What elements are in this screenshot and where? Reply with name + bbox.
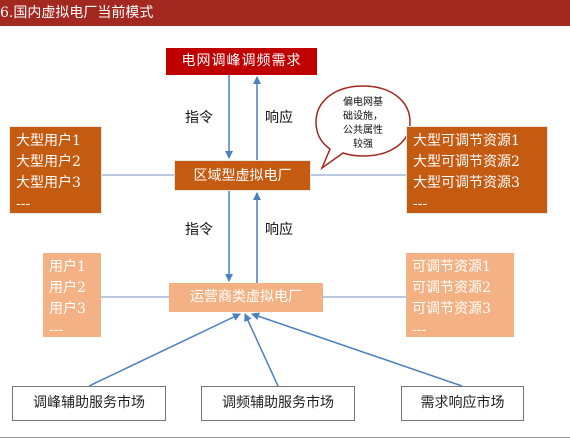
market-label: 需求响应市场	[420, 395, 505, 411]
bubble-line: 偏电网基	[343, 97, 383, 108]
list-item: ---	[16, 196, 31, 212]
label-response-lower: 响应	[265, 222, 293, 238]
arrow-market-3	[251, 312, 463, 387]
big-resources-box: 大型可调节资源1 大型可调节资源2 大型可调节资源3 ---	[406, 126, 548, 214]
region-vpp-label: 区域型虚拟电厂	[193, 168, 292, 184]
list-item: 大型可调节资源3	[413, 175, 520, 191]
footer-divider	[0, 437, 570, 438]
bubble-line: 础设施，	[343, 111, 383, 122]
small-resources-box: 可调节资源1 可调节资源2 可调节资源3 ---	[406, 253, 514, 338]
market-frequency-regulation: 调频辅助服务市场	[201, 386, 355, 421]
list-item: 大型用户3	[16, 175, 81, 191]
label-command-upper: 指令	[185, 110, 213, 126]
market-label: 调频辅助服务市场	[222, 395, 334, 411]
speech-bubble	[315, 85, 411, 171]
small-users-box: 用户1 用户2 用户3 ---	[43, 253, 101, 338]
list-item: 用户2	[49, 280, 86, 296]
list-item: 大型用户1	[16, 133, 81, 149]
list-item: ---	[49, 322, 64, 338]
arrow-market-1	[88, 313, 241, 387]
market-peak-regulation: 调峰辅助服务市场	[12, 386, 166, 421]
list-item: 大型可调节资源2	[413, 154, 520, 170]
grid-demand-label: 电网调峰调频需求	[181, 53, 302, 69]
list-item: 大型可调节资源1	[413, 133, 520, 149]
list-item: 用户1	[49, 259, 86, 275]
operator-vpp-box: 运营商类虚拟电厂	[169, 283, 323, 312]
list-item: 可调节资源2	[412, 280, 491, 296]
page-header: 6.国内虚拟电厂当前模式	[0, 0, 570, 26]
list-item: ---	[413, 196, 428, 212]
list-item: 可调节资源3	[412, 301, 491, 317]
list-item: 大型用户2	[16, 154, 81, 170]
list-item: ---	[412, 322, 427, 338]
region-vpp-box: 区域型虚拟电厂	[174, 160, 311, 191]
header-title: 6.国内虚拟电厂当前模式	[0, 5, 154, 21]
bubble-line: 较强	[353, 139, 373, 150]
market-demand-response: 需求响应市场	[401, 386, 524, 421]
operator-vpp-label: 运营商类虚拟电厂	[190, 289, 302, 305]
grid-demand-box: 电网调峰调频需求	[166, 48, 317, 75]
list-item: 可调节资源1	[412, 259, 491, 275]
label-response-upper: 响应	[265, 110, 293, 126]
market-label: 调峰辅助服务市场	[33, 395, 145, 411]
arrow-market-2	[244, 313, 279, 387]
bubble-line: 公共属性	[343, 125, 383, 136]
label-command-lower: 指令	[185, 222, 213, 238]
list-item: 用户3	[49, 301, 86, 317]
bubble-text: 偏电网基 础设施， 公共属性 较强	[322, 96, 404, 152]
big-users-box: 大型用户1 大型用户2 大型用户3 ---	[9, 126, 102, 214]
